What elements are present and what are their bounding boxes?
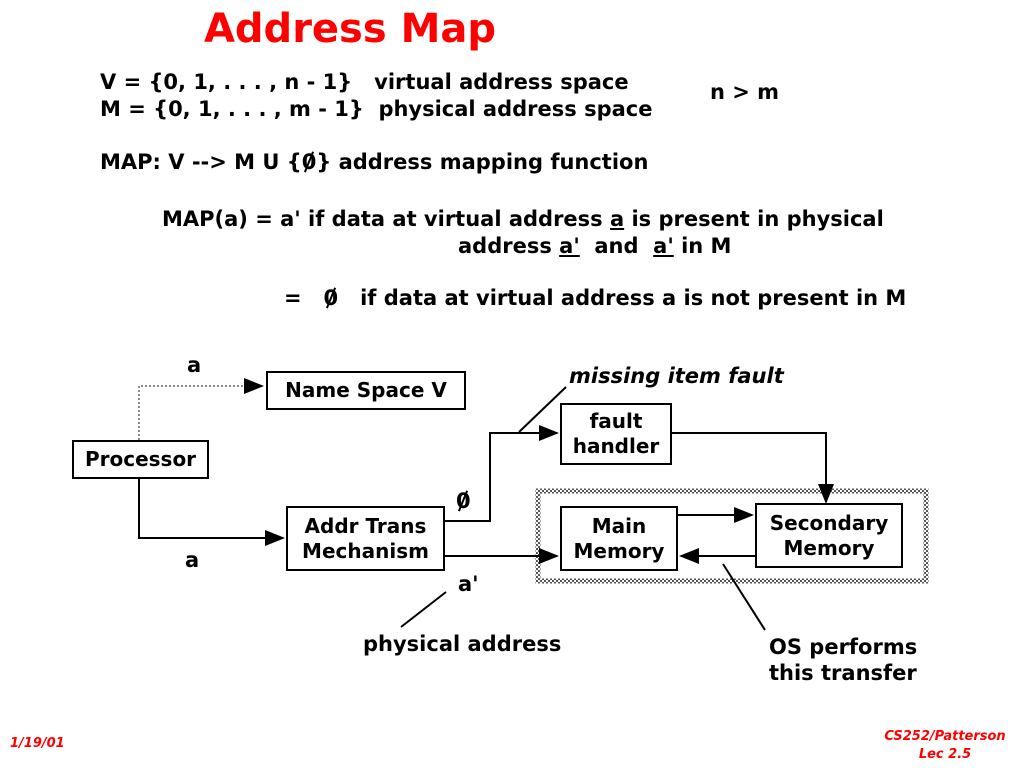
os-transfer-callout	[722, 563, 766, 631]
virtual-address-label-bottom: a	[185, 548, 200, 572]
physical-address-a-prime: a'	[458, 572, 479, 596]
processor-to-addrtrans-arrow	[138, 479, 285, 546]
case-present-a: a	[609, 207, 625, 231]
map-prefix: MAP: V --> M U {	[100, 150, 302, 174]
case-and-word: and	[594, 234, 639, 258]
footer-course: CS252/Patterson Lec 2.5	[880, 728, 1010, 763]
missing-fault-callout	[518, 386, 567, 433]
processor-box: Processor	[72, 440, 209, 479]
footer-lecture: Lec 2.5	[918, 746, 972, 762]
fault-to-secondary-arrow	[672, 432, 834, 504]
v-set: V = {0, 1, . . . , n - 1}	[100, 70, 353, 94]
case-in-m: in M	[681, 234, 732, 258]
processor-to-namespace-arrow	[138, 378, 264, 440]
main-memory-line2: Memory	[573, 538, 665, 563]
fault-handler-box: fault handler	[560, 403, 672, 465]
fault-handler-line2: handler	[572, 434, 660, 458]
map-case-present-cont: address a' and a' in M	[458, 234, 731, 258]
main-memory-line1: Main	[591, 513, 647, 538]
main-memory-box: Main Memory	[560, 506, 678, 571]
map-definition: MAP: V --> M U {0} address mapping funct…	[100, 150, 648, 174]
addrtrans-to-fault-arrow	[445, 425, 559, 522]
footer-date: 1/19/01	[10, 736, 65, 751]
name-space-label: Name Space V	[285, 378, 447, 402]
v-description: virtual address space	[374, 70, 629, 94]
secondary-memory-box: Secondary Memory	[755, 503, 903, 568]
case-absent-eq: =	[284, 286, 302, 310]
secondary-memory-line1: Secondary	[769, 510, 889, 535]
physical-address-callout	[400, 591, 447, 628]
footer-course-name: CS252/Patterson	[884, 729, 1006, 744]
case-address-word: address	[458, 234, 552, 258]
null-set-symbol: 0	[301, 150, 317, 174]
m-set: M = {0, 1, . . . , m - 1}	[100, 97, 364, 121]
case-a-prime-1: a'	[559, 234, 580, 258]
null-label-symbol: 0	[456, 489, 471, 513]
case-a-prime-2: a'	[653, 234, 674, 258]
m-description: physical address space	[378, 97, 653, 121]
physical-address-label: physical address	[363, 632, 562, 656]
os-transfer-line1: OS performs	[769, 635, 918, 659]
case-present-prefix: MAP(a) = a' if data at virtual address	[162, 207, 603, 231]
case-present-mid: is present in physical	[631, 207, 884, 231]
case-absent-text: if data at virtual address a is not pres…	[360, 286, 907, 310]
memory-region-border	[535, 488, 929, 584]
slide-title: Address Map	[203, 6, 497, 52]
case-absent-null-symbol: 0	[323, 286, 339, 310]
n-greater-m: n > m	[710, 80, 780, 104]
secondary-memory-line2: Memory	[783, 535, 875, 560]
map-suffix: } address mapping function	[316, 150, 649, 174]
addr-trans-line2: Mechanism	[302, 538, 429, 563]
os-transfer-line2: this transfer	[769, 661, 917, 686]
m-definition: M = {0, 1, . . . , m - 1} physical addre…	[100, 97, 652, 121]
name-space-box: Name Space V	[266, 371, 466, 410]
map-case-present: MAP(a) = a' if data at virtual address a…	[162, 207, 884, 231]
os-transfer-label: OS performs this transfer	[769, 634, 917, 687]
addr-trans-box: Addr Trans Mechanism	[286, 506, 445, 571]
null-label: 0	[456, 489, 471, 513]
fault-handler-line1: fault	[589, 409, 643, 433]
v-definition: V = {0, 1, . . . , n - 1} virtual addres…	[100, 70, 629, 94]
addr-trans-line1: Addr Trans	[304, 513, 427, 538]
missing-item-fault-label: missing item fault	[569, 364, 784, 388]
map-case-absent: = 0 if data at virtual address a is not …	[284, 286, 906, 310]
processor-label: Processor	[84, 447, 197, 471]
virtual-address-label-top: a	[187, 353, 202, 377]
